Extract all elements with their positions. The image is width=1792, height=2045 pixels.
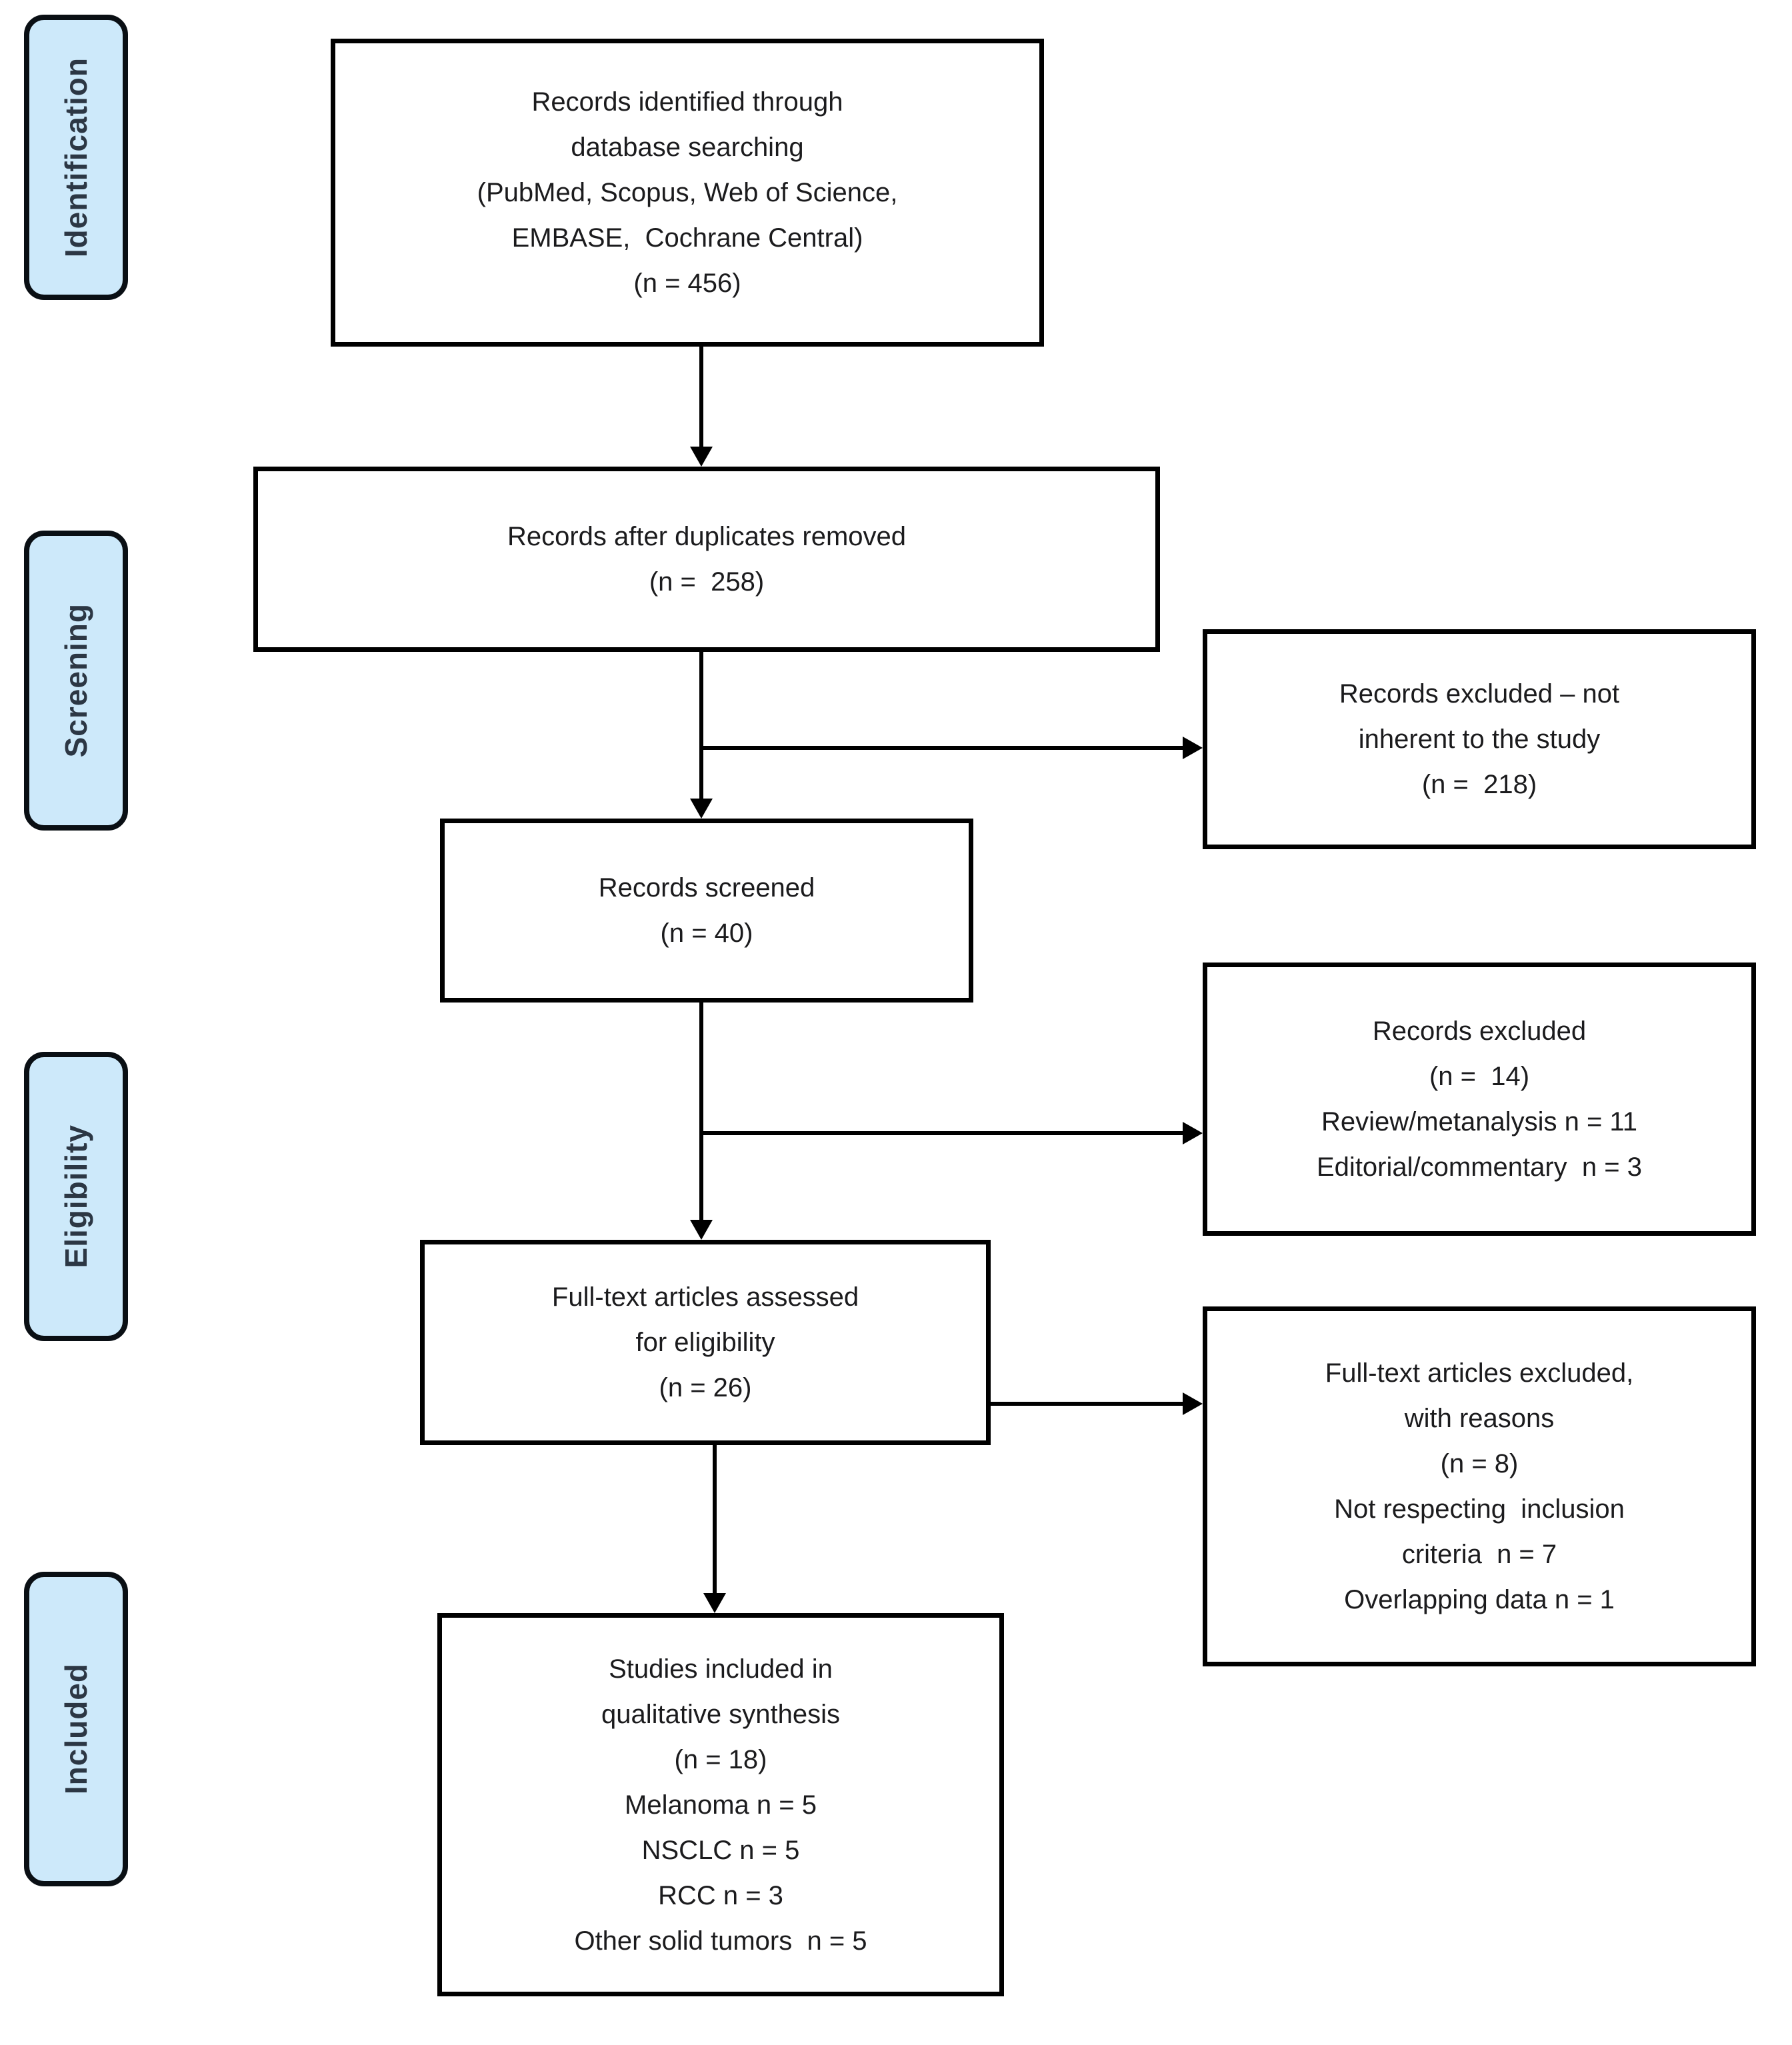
box-line: (PubMed, Scopus, Web of Science, (477, 178, 898, 207)
box-line: Records identified through (531, 87, 843, 117)
stage-included: Included (24, 1572, 128, 1886)
stage-identification: Identification (24, 15, 128, 300)
flow-line-fulltext-to-excluded (991, 1402, 1184, 1406)
box-studies-included: Studies included in qualitative synthesi… (437, 1613, 1004, 1996)
box-line: criteria n = 7 (1401, 1540, 1557, 1569)
box-line: (n = 40) (660, 919, 753, 948)
box-line: (n = 8) (1440, 1449, 1519, 1478)
stage-eligibility: Eligibility (24, 1052, 128, 1341)
box-line: EMBASE, Cochrane Central) (511, 223, 863, 253)
stage-screening: Screening (24, 531, 128, 831)
box-line: Records excluded (1372, 1017, 1587, 1046)
flow-arrowhead-right-icon (1183, 737, 1203, 759)
flow-arrowhead-down-icon (690, 799, 713, 819)
box-line: RCC n = 3 (658, 1880, 783, 1910)
box-line: (n = 218) (1421, 770, 1537, 799)
box-records-identified: Records identified through database sear… (331, 39, 1044, 347)
stage-included-label: Included (59, 1663, 93, 1795)
box-line: Records screened (598, 873, 815, 903)
flow-line-branch-excluded-not-inherent (699, 746, 1184, 750)
box-line: NSCLC n = 5 (641, 1835, 800, 1865)
flow-line-branch-records-excluded (699, 1131, 1184, 1135)
flow-line-screened-to-fulltext (699, 1003, 703, 1221)
box-line: Records after duplicates removed (507, 522, 907, 551)
box-line: inherent to the study (1358, 725, 1601, 754)
box-line: Full-text articles assessed (551, 1282, 859, 1312)
box-line: (n = 456) (633, 269, 741, 298)
box-line: (n = 14) (1429, 1062, 1530, 1091)
box-line: for eligibility (635, 1328, 775, 1357)
flow-arrowhead-right-icon (1183, 1122, 1203, 1144)
box-line: Full-text articles excluded, (1325, 1358, 1634, 1388)
flow-arrowhead-down-icon (690, 447, 713, 467)
box-line: Melanoma n = 5 (625, 1790, 817, 1820)
box-line: with reasons (1404, 1404, 1555, 1433)
stage-identification-label: Identification (59, 57, 93, 258)
stage-screening-label: Screening (59, 603, 93, 758)
box-line: database searching (571, 133, 804, 162)
box-line: Records excluded – not (1339, 679, 1620, 709)
flow-arrowhead-down-icon (690, 1220, 713, 1240)
flow-arrowhead-right-icon (1183, 1392, 1203, 1415)
box-line: Studies included in (609, 1654, 833, 1684)
box-records-excluded-not-inherent: Records excluded – not inherent to the s… (1203, 629, 1756, 849)
box-fulltext-excluded: Full-text articles excluded, with reason… (1203, 1306, 1756, 1666)
box-line: qualitative synthesis (601, 1699, 840, 1729)
box-fulltext-assessed: Full-text articles assessed for eligibil… (420, 1240, 991, 1445)
box-records-screened: Records screened (n = 40) (440, 819, 973, 1003)
box-line: (n = 258) (649, 567, 765, 597)
flow-line-identified-to-dedup (699, 347, 703, 448)
stage-eligibility-label: Eligibility (59, 1124, 93, 1268)
flow-line-dedup-to-screened (699, 652, 703, 800)
box-line: Other solid tumors n = 5 (574, 1926, 867, 1956)
box-line: Editorial/commentary n = 3 (1317, 1152, 1642, 1182)
flow-line-fulltext-to-included (713, 1445, 717, 1594)
box-line: (n = 26) (659, 1373, 752, 1402)
flow-arrowhead-down-icon (703, 1593, 726, 1613)
box-line: Not respecting inclusion (1334, 1494, 1625, 1524)
box-line: Overlapping data n = 1 (1344, 1585, 1615, 1614)
box-records-deduplicated: Records after duplicates removed (n = 25… (253, 467, 1160, 652)
box-line: Review/metanalysis n = 11 (1321, 1107, 1637, 1136)
box-records-excluded-screening: Records excluded (n = 14) Review/metanal… (1203, 963, 1756, 1236)
box-line: (n = 18) (674, 1744, 767, 1774)
